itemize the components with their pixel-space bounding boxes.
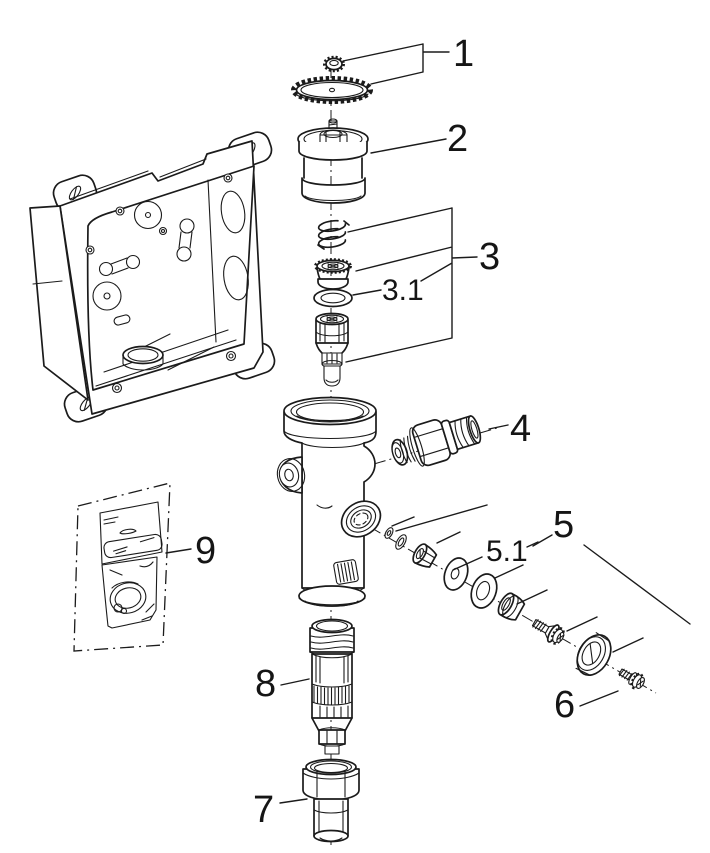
box-left-wall [29,205,89,401]
part-3-1-seal-ring [313,288,353,308]
part-3-spring [317,219,350,250]
knockout-oval-upper [220,190,246,234]
callout-label-5-1: 5.1 [486,535,528,568]
part-5-1-washer [443,557,469,591]
housing-top-rim [283,396,377,426]
housing-left-port [276,456,306,494]
callout-leader-7 [279,798,308,804]
callout-leader-9 [165,548,192,554]
part-3-cartridge [315,312,349,387]
part-3-valve-cap [314,258,352,290]
callout-bracket-5 [391,504,691,653]
part-5-o-ring [395,534,407,550]
callout-leader-lines [165,43,691,804]
wall-mounting-box [29,131,276,423]
callout-leader-4 [488,424,509,430]
part-5-cap-nut [575,632,612,676]
part-5-sleeve-cap [497,592,526,621]
spare-parts-bag [73,482,171,652]
callout-label-9: 9 [195,530,216,572]
bag-boundary-frame [73,482,171,652]
knockout-oval-lower [223,255,249,301]
part-5-bushing-nut [412,543,438,568]
callout-label-7: 7 [253,789,274,831]
valve-housing [276,396,382,607]
part-2-piston [297,118,369,204]
part-5-screw-spindle [531,619,565,645]
callout-label-8: 8 [255,663,276,705]
callout-bracket-1 [342,43,450,85]
callout-label-6: 6 [554,684,575,726]
box-floor [95,329,237,394]
callout-label-1: 1 [453,33,474,75]
housing-ribbed-patch [333,559,359,585]
callout-leader-2 [370,138,447,154]
callout-label-4: 4 [510,408,531,450]
box-interior-fittings [85,173,233,326]
handwheel-teeth [291,76,373,104]
part-7-outlet-connector [302,758,360,843]
part-5-small-o-ring [384,527,394,539]
center-axis-lines [330,66,657,845]
part-6-screw [618,668,645,690]
housing-front-port [340,500,382,538]
part-1-screw-and-handwheel [291,55,373,104]
part-4-union-coupling [391,415,482,467]
callout-leader-3-1 [352,289,382,296]
callout-label-5: 5 [553,504,574,546]
callout-bracket-3 [345,207,478,363]
bag-hang-slot [119,528,137,535]
callout-leader-8 [280,678,310,686]
part-8-telescopic-spindle [309,618,355,755]
callout-label-3-1: 3.1 [382,274,424,307]
callout-label-3: 3 [479,236,500,278]
callout-leader-6 [579,690,619,707]
box-opening [86,165,255,391]
part-5-washer-large-hole [470,573,498,609]
callout-label-2: 2 [447,118,468,160]
callout-labels: 1 2 3 3.1 4 5 5.1 6 7 8 9 [195,33,575,831]
